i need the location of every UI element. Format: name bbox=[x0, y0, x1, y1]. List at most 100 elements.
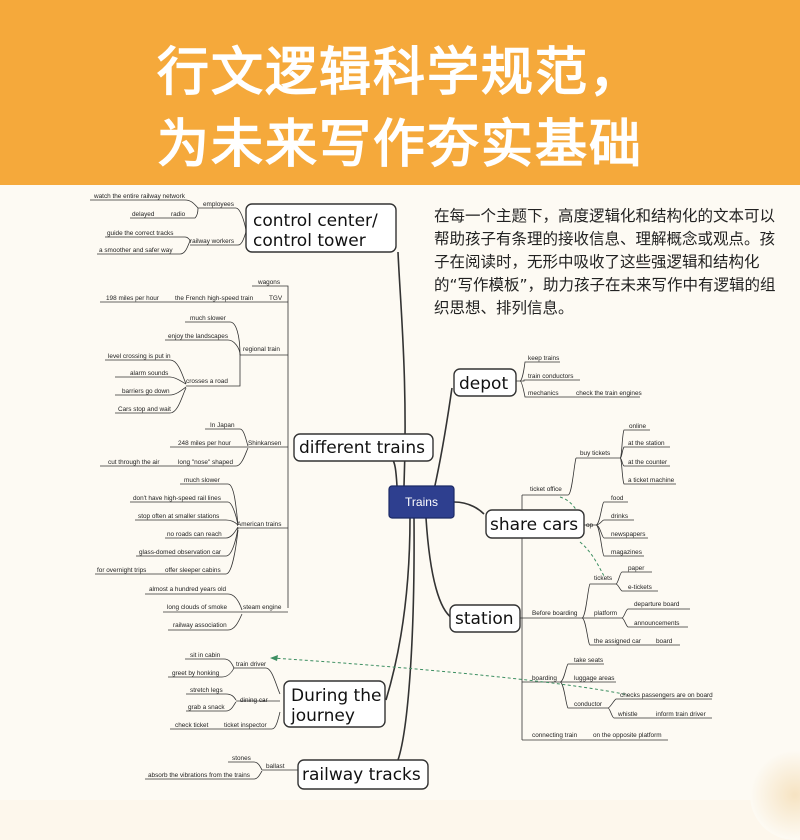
topic-railway-tracks bbox=[297, 759, 429, 790]
label-shinkansen: Shinkansen bbox=[248, 440, 282, 447]
label-radio: radio bbox=[171, 211, 186, 218]
center-label: Trains bbox=[405, 495, 438, 509]
label-board: board bbox=[656, 638, 673, 645]
label-checks: checks passengers are on board bbox=[620, 692, 713, 699]
label-nose: long "nose" shaped bbox=[178, 459, 233, 466]
label-opposite: on the opposite platform bbox=[593, 732, 662, 739]
label-stretch: stretch legs bbox=[190, 687, 223, 694]
share-cars-label: share cars bbox=[490, 515, 578, 535]
mind-map: control center/ control tower watch the … bbox=[90, 193, 713, 790]
branch-control: control center/ control tower watch the … bbox=[90, 193, 397, 255]
label-tgv: TGV bbox=[269, 295, 283, 302]
label-french: the French high-speed train bbox=[175, 295, 254, 302]
label-no-roads: no roads can reach bbox=[167, 531, 222, 538]
center-node: Trains bbox=[388, 485, 455, 519]
label-198-miles: 198 miles per hour bbox=[106, 295, 160, 302]
label-conductors: train conductors bbox=[528, 373, 573, 380]
label-at-station: at the station bbox=[628, 440, 665, 447]
label-machine: a ticket machine bbox=[628, 477, 675, 484]
label-mechanics: mechanics bbox=[528, 390, 559, 397]
label-greet: greet by honking bbox=[172, 670, 220, 677]
label-overnight: for overnight trips bbox=[97, 567, 146, 574]
label-announcements: announcements bbox=[634, 620, 679, 627]
topic-control-center bbox=[245, 203, 397, 253]
label-magazines: magazines bbox=[611, 549, 642, 556]
label-check-engines: check the train engines bbox=[576, 390, 642, 397]
label-conductor: conductor bbox=[574, 701, 603, 708]
label-watch: watch the entire railway network bbox=[93, 193, 186, 200]
branch-journey: During the journey sit in cabin train dr… bbox=[168, 652, 386, 730]
label-snack: grab a snack bbox=[188, 704, 225, 711]
branch-depot: depot keep trains train conductors mecha… bbox=[453, 355, 642, 398]
label-much-slower-1: much slower bbox=[190, 315, 227, 322]
label-counter: at the counter bbox=[628, 459, 668, 466]
label-ballast: ballast bbox=[266, 763, 285, 770]
journey-line-2: journey bbox=[290, 706, 355, 726]
station-label: station bbox=[455, 609, 514, 629]
label-inspector: ticket inspector bbox=[224, 722, 267, 729]
label-regional: regional train bbox=[243, 346, 280, 353]
label-clouds: long clouds of smoke bbox=[167, 604, 227, 611]
header-banner: 行文逻辑科学规范， 为未来写作夯实基础 bbox=[0, 0, 800, 185]
depot-label: depot bbox=[459, 374, 508, 394]
label-whistle: whistle bbox=[617, 711, 638, 718]
topic-during-journey bbox=[283, 680, 386, 728]
label-dining: dining car bbox=[240, 697, 269, 704]
banner-title-line-1: 行文逻辑科学规范， bbox=[156, 43, 643, 103]
label-no-hs: don't have high-speed rail lines bbox=[133, 495, 221, 502]
label-wagons: wagons bbox=[257, 279, 280, 286]
label-absorb: absorb the vibrations from the trains bbox=[148, 772, 250, 779]
different-trains-label: different trains bbox=[299, 438, 425, 458]
label-hundred: almost a hundred years old bbox=[149, 586, 227, 593]
label-crosses: crosses a road bbox=[186, 378, 228, 385]
topic-different-trains bbox=[293, 433, 434, 462]
label-driver: train driver bbox=[236, 661, 267, 668]
label-association: railway association bbox=[173, 622, 227, 629]
journey-line-1: During the bbox=[291, 686, 381, 706]
center-box bbox=[388, 485, 455, 519]
label-drinks: drinks bbox=[611, 513, 628, 520]
trunk-lines bbox=[385, 251, 485, 761]
topic-share-cars bbox=[485, 509, 585, 539]
label-sleeper: offer sleeper cabins bbox=[165, 567, 221, 574]
label-assigned: the assigned car bbox=[594, 638, 642, 645]
label-inform: inform train driver bbox=[656, 711, 707, 718]
label-stop-often: stop often at smaller stations bbox=[138, 513, 219, 520]
label-delayed: delayed bbox=[132, 211, 155, 218]
label-cut: cut through the air bbox=[108, 459, 160, 466]
label-food: food bbox=[611, 495, 624, 502]
label-ticket-office: ticket office bbox=[530, 486, 562, 493]
label-railway-workers: railway workers bbox=[190, 238, 234, 245]
label-japan: In Japan bbox=[210, 422, 235, 429]
label-connecting: connecting train bbox=[532, 732, 578, 739]
banner-title-line-2: 为未来写作夯实基础 bbox=[156, 115, 643, 175]
label-buy: buy tickets bbox=[580, 450, 610, 457]
label-boarding: boarding bbox=[532, 675, 557, 682]
label-alarm: alarm sounds bbox=[130, 370, 168, 377]
branch-station: share cars station online buy tickets at… bbox=[270, 423, 713, 741]
label-barriers: barriers go down bbox=[122, 388, 170, 395]
label-steam: steam engine bbox=[243, 604, 282, 611]
branch-tracks: railway tracks stones ballast absorb the… bbox=[145, 755, 429, 790]
label-much-slower-2: much slower bbox=[184, 477, 221, 484]
label-shop: op bbox=[586, 522, 594, 529]
label-etickets: e-tickets bbox=[628, 584, 652, 591]
label-paper: paper bbox=[628, 565, 645, 572]
railway-tracks-label: railway tracks bbox=[302, 765, 421, 785]
label-tickets: tickets bbox=[594, 575, 612, 582]
label-sit: sit in cabin bbox=[190, 652, 221, 659]
label-keep: keep trains bbox=[528, 355, 559, 362]
branch-different-trains: different trains wagons 198 miles per ho… bbox=[95, 279, 434, 631]
label-smoother: a smoother and safer way bbox=[99, 247, 173, 254]
label-stones: stones bbox=[232, 755, 251, 762]
label-employees: employees bbox=[203, 201, 234, 208]
label-luggage: luggage areas bbox=[574, 675, 615, 682]
label-online: online bbox=[629, 423, 647, 430]
description-text: 在每一个主题下，高度逻辑化和结构化的文本可以帮助孩子有条理的接收信息、理解概念或… bbox=[434, 207, 776, 317]
topic-depot bbox=[453, 368, 517, 397]
control-line-2: control tower bbox=[253, 231, 366, 251]
label-newspapers: newspapers bbox=[611, 531, 645, 538]
label-enjoy: enjoy the landscapes bbox=[168, 333, 228, 340]
label-248-miles: 248 miles per hour bbox=[178, 440, 232, 447]
label-before: Before boarding bbox=[532, 610, 578, 617]
